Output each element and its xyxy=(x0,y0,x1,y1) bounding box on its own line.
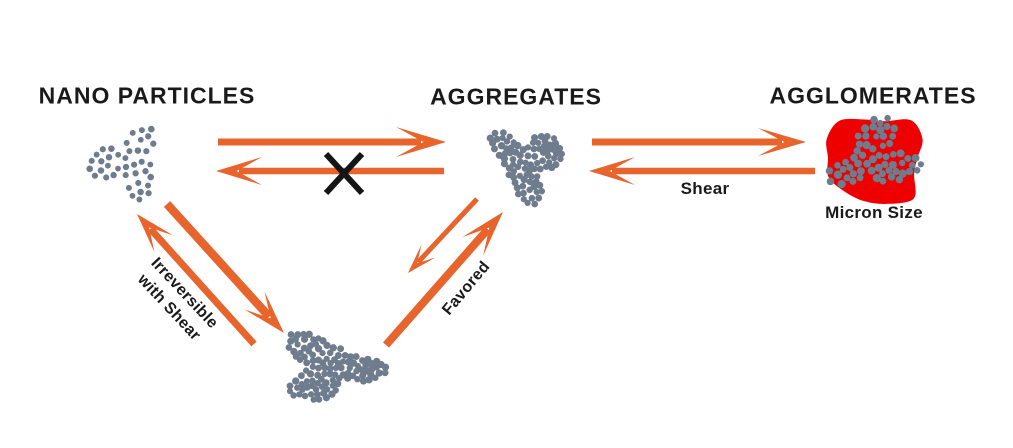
label-nano-particles: NANO PARTICLES xyxy=(38,82,256,109)
arrow-agglomerates-to-aggregates xyxy=(589,157,815,185)
agglomerate-particle-dots xyxy=(825,114,924,189)
large-aggregate-cluster xyxy=(285,330,390,403)
arrow-large-aggregate-to-aggregates xyxy=(382,212,503,348)
label-agglomerates: AGGLOMERATES xyxy=(769,82,977,109)
arrow-aggregates-to-large-aggregate xyxy=(408,197,479,273)
arrow-nano-to-aggregates xyxy=(218,127,446,157)
nanoparticle-cluster xyxy=(86,125,157,203)
label-micron-size: Micron Size xyxy=(825,203,923,222)
blocked-path-x-icon xyxy=(323,151,365,196)
label-aggregates: AGGREGATES xyxy=(430,83,602,110)
arrow-large-aggregate-to-nano xyxy=(137,214,257,347)
arrow-nano-to-large-aggregate xyxy=(163,201,284,333)
aggregate-cluster xyxy=(486,129,565,208)
arrow-aggregates-to-agglomerates xyxy=(592,128,806,156)
label-shear: Shear xyxy=(680,179,730,198)
